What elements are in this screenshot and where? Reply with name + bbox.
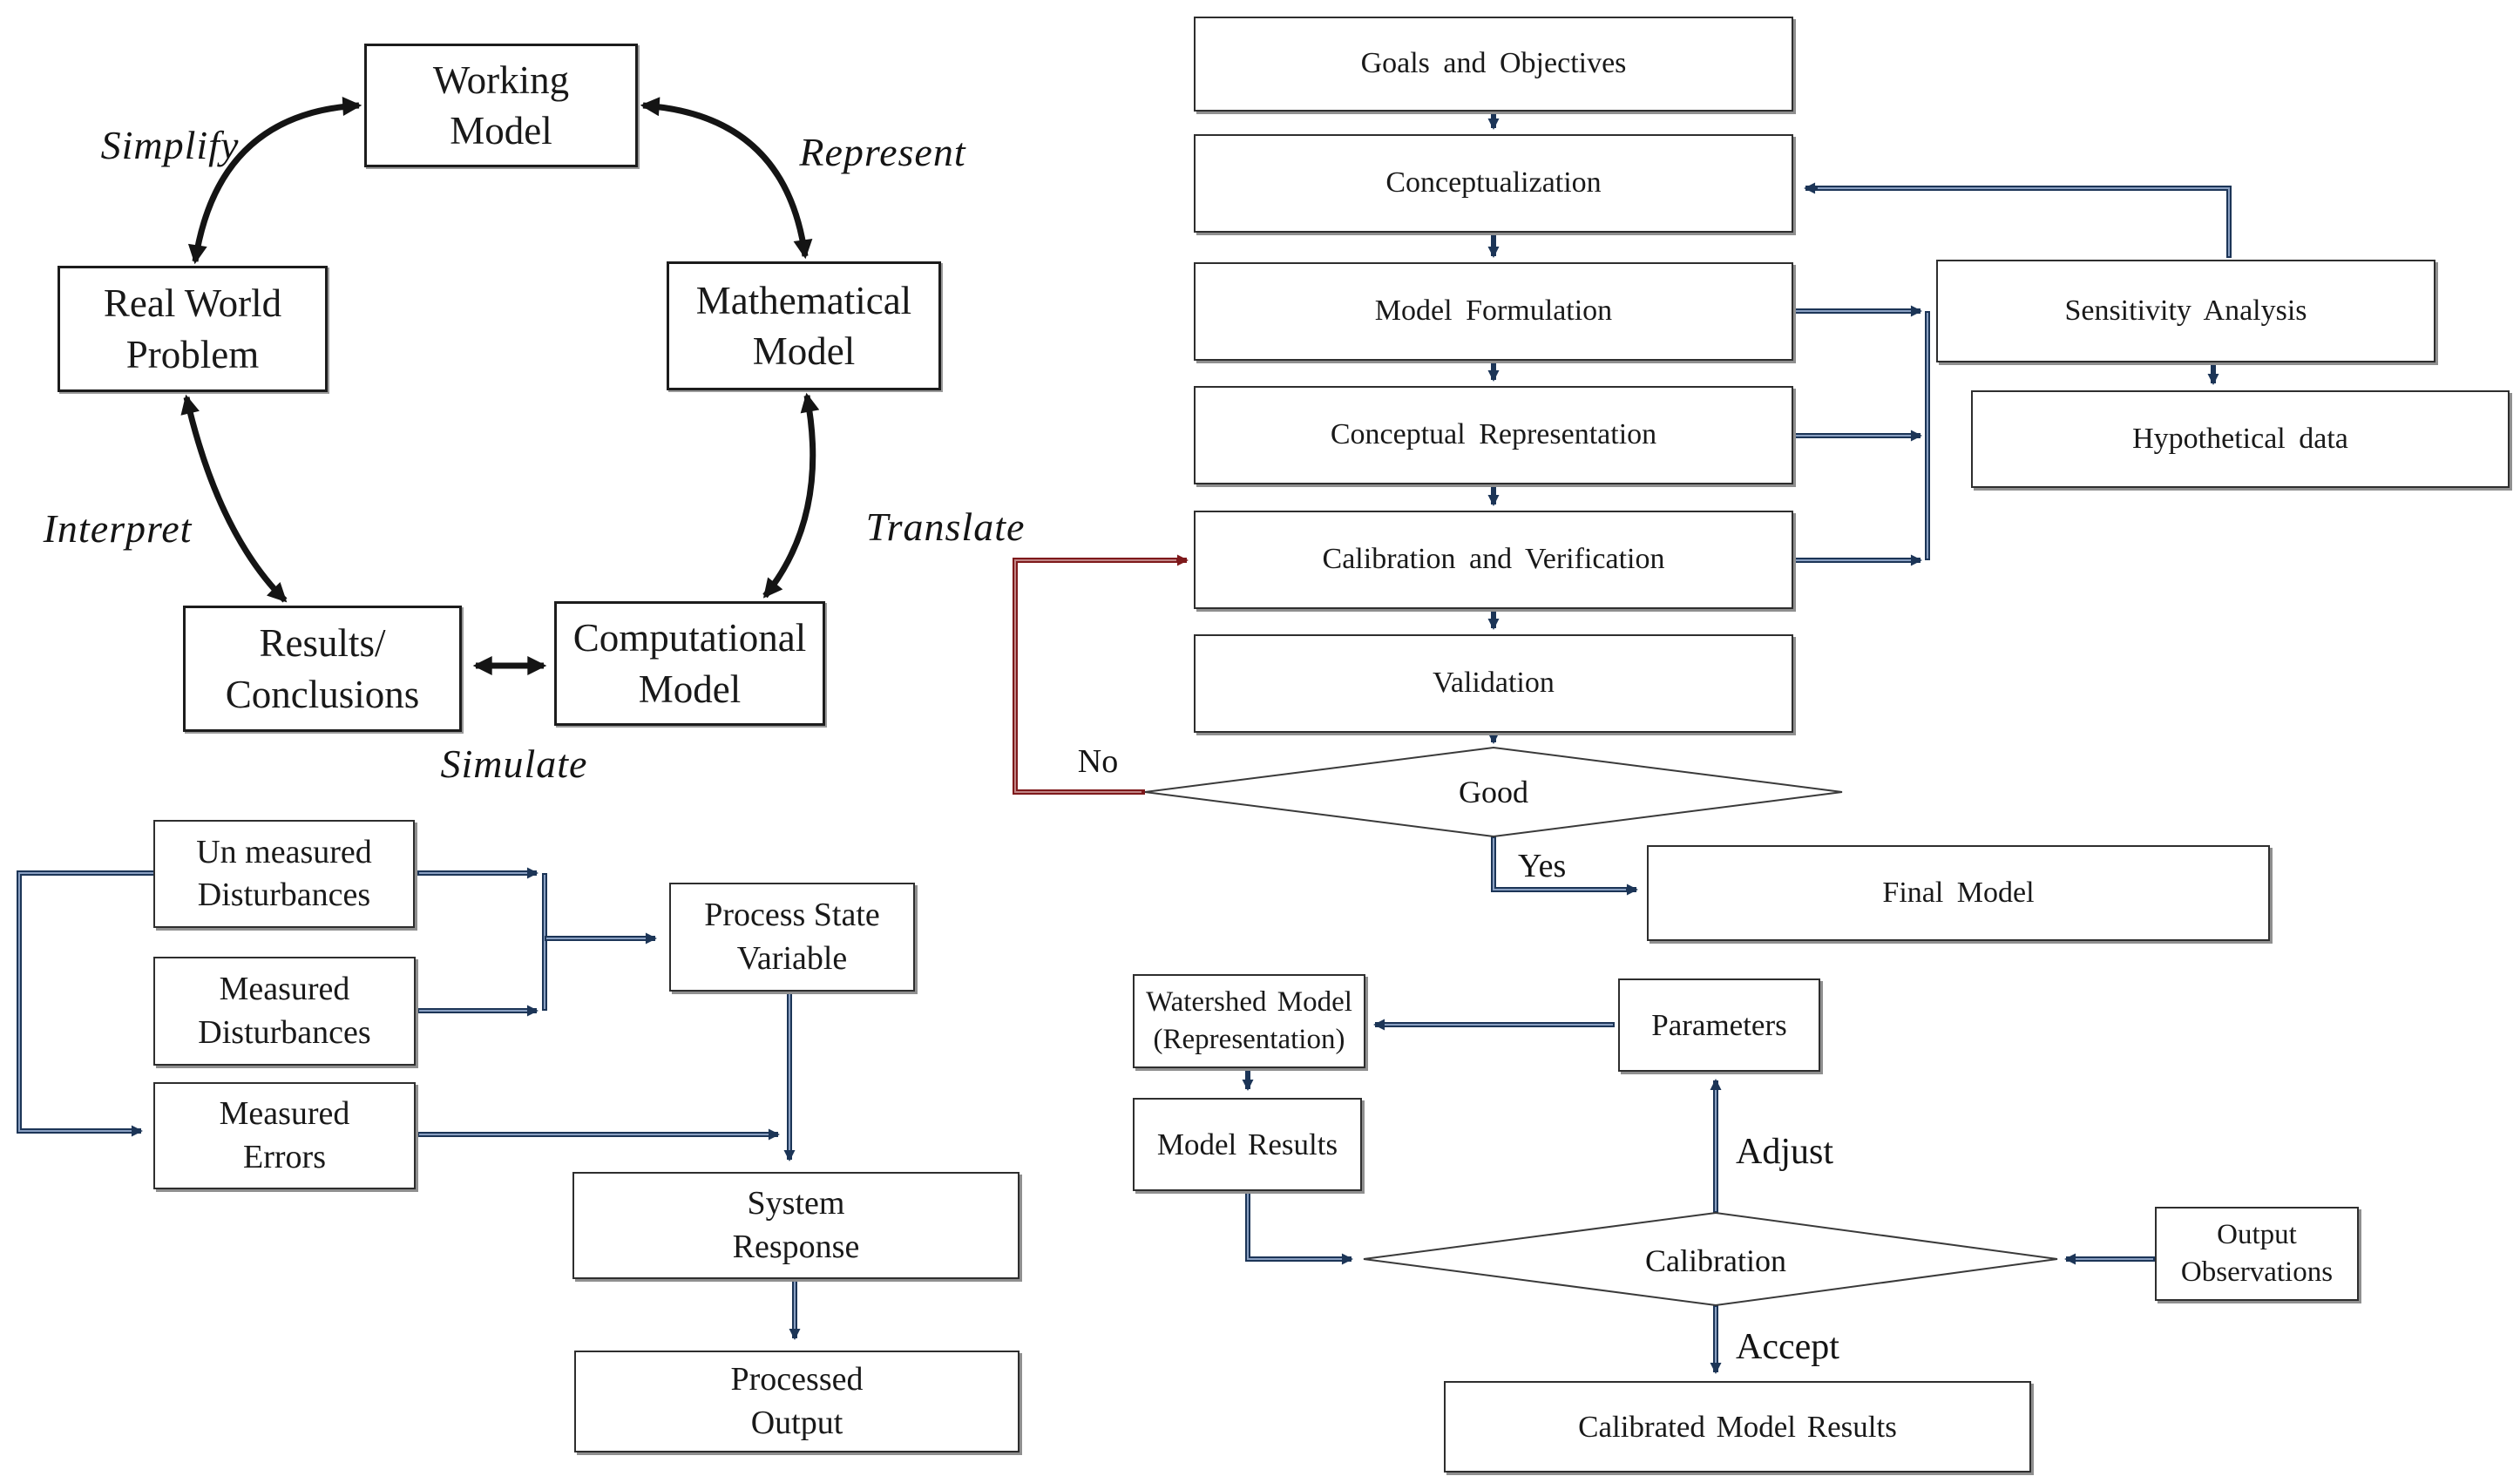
flow-step-model-formulation: Model Formulation	[1194, 262, 1793, 361]
decision-calibration-label: Calibration	[1645, 1243, 1786, 1278]
label-interpret: Interpret	[43, 506, 193, 551]
label-simplify: Simplify	[100, 123, 240, 167]
box-measured-errors: Measured Errors	[153, 1082, 416, 1189]
label-yes: Yes	[1518, 848, 1567, 884]
flow-step-goals: Goals and Objectives	[1194, 17, 1793, 112]
label-no: No	[1077, 743, 1119, 780]
decision-good-shape	[1144, 746, 1843, 838]
arrow-translate	[762, 392, 820, 599]
box-measured-disturbances: Measured Disturbances	[153, 957, 416, 1066]
box-process-state-variable: Process State Variable	[669, 883, 915, 992]
label-represent: Represent	[799, 130, 966, 174]
box-computational-model: Computational Model	[554, 601, 825, 726]
line-unmeasured-errors-loop	[17, 870, 153, 1137]
box-final-model: Final Model	[1647, 845, 2270, 941]
box-parameters: Parameters	[1618, 978, 1820, 1072]
decision-calibration-shape	[1363, 1211, 2058, 1307]
box-watershed-model: Watershed Model (Representation)	[1133, 974, 1365, 1068]
box-unmeasured-disturbances: Un measured Disturbances	[153, 820, 415, 928]
box-sensitivity-analysis: Sensitivity Analysis	[1936, 260, 2435, 362]
box-processed-output: Processed Output	[574, 1351, 1020, 1452]
arrow-results-calibration	[1245, 1191, 1353, 1265]
box-mathematical-model: Mathematical Model	[667, 261, 941, 390]
arrow-interpret	[180, 394, 288, 603]
box-calibrated-model-results: Calibrated Model Results	[1444, 1381, 2031, 1473]
line-sensitivity-to-conceptualization	[1804, 182, 2232, 258]
flow-step-conceptualization: Conceptualization	[1194, 134, 1793, 233]
flow-step-calibration-verification: Calibration and Verification	[1194, 511, 1793, 609]
box-output-observations: Output Observations	[2155, 1207, 2359, 1301]
decision-good-label: Good	[1459, 775, 1528, 809]
box-system-response: System Response	[572, 1172, 1020, 1279]
label-translate: Translate	[865, 504, 1026, 549]
label-accept: Accept	[1736, 1327, 1839, 1367]
flow-step-validation: Validation	[1194, 634, 1793, 733]
box-real-world-problem: Real World Problem	[58, 266, 328, 392]
arrow-simplify	[187, 97, 362, 265]
box-model-results: Model Results	[1133, 1098, 1362, 1191]
flow-step-conceptual-representation: Conceptual Representation	[1194, 386, 1793, 484]
box-hypothetical-data: Hypothetical data	[1971, 390, 2510, 488]
label-simulate: Simulate	[440, 741, 588, 786]
box-working-model: Working Model	[364, 44, 638, 167]
arrow-represent	[640, 97, 813, 260]
label-adjust: Adjust	[1736, 1132, 1834, 1172]
box-results-conclusions: Results/ Conclusions	[183, 606, 462, 732]
